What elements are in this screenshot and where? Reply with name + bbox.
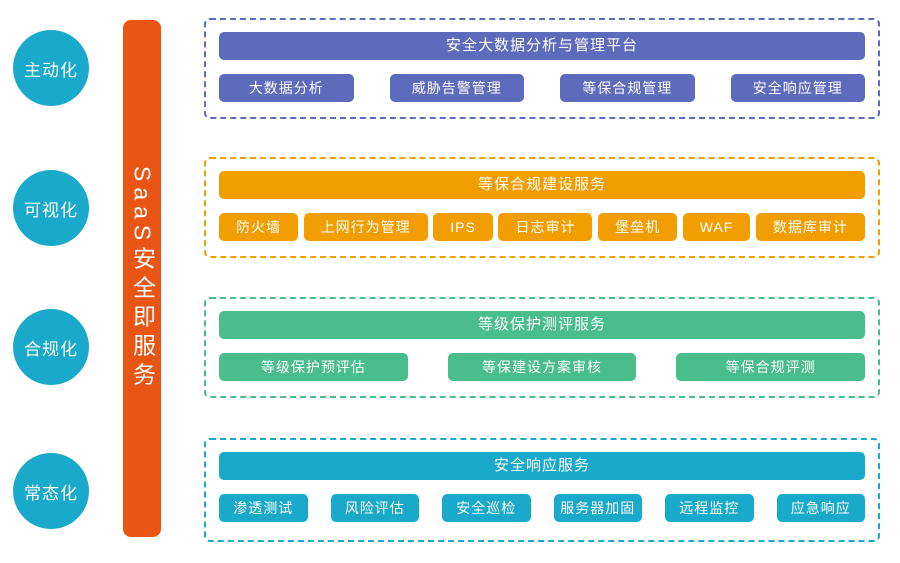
panel-item: 渗透测试 [219,494,308,522]
capability-circle-label: 可视化 [24,200,78,220]
panel-item-row: 等级保护预评估 等保建设方案审核 等保合规评测 [219,353,866,381]
capability-circle-compliant: 合规化 [13,309,89,385]
panel-item: 大数据分析 [219,74,354,102]
panel-item: 等保合规评测 [676,353,866,381]
panel-header: 安全大数据分析与管理平台 [219,32,865,60]
capability-circle-normalized: 常态化 [13,453,89,529]
panel-item: 服务器加固 [553,494,642,522]
panel-item: WAF [682,213,751,241]
saas-vertical-bar: SaaS安全即服务 [123,20,161,537]
panel-item: 等保建设方案审核 [447,353,637,381]
panel-header: 安全响应服务 [219,452,865,480]
panel-item: 安全响应管理 [730,74,865,102]
saas-vertical-bar-label: SaaS安全即服务 [129,165,156,392]
panel-item: 等保合规管理 [560,74,695,102]
capability-circle-proactive: 主动化 [13,30,89,106]
panel-item: 堡垒机 [598,213,678,241]
panel-header: 等保合规建设服务 [219,171,865,199]
panel-big-data-platform: 安全大数据分析与管理平台 大数据分析 威胁告警管理 等保合规管理 安全响应管理 [204,18,880,119]
panel-grade-protection-evaluation: 等级保护测评服务 等级保护预评估 等保建设方案审核 等保合规评测 [204,297,880,398]
capability-circle-label: 合规化 [24,339,78,359]
panel-item: 远程监控 [665,494,754,522]
panel-item: 应急响应 [776,494,865,522]
panel-compliance-construction: 等保合规建设服务 防火墙 上网行为管理 IPS 日志审计 堡垒机 WAF 数据库… [204,157,880,258]
panel-item: 安全巡检 [442,494,531,522]
capability-circle-label: 常态化 [24,483,78,503]
panel-item: 上网行为管理 [303,213,428,241]
capability-circle-label: 主动化 [24,60,78,80]
panel-item: 等级保护预评估 [219,353,408,381]
panel-security-response: 安全响应服务 渗透测试 风险评估 安全巡检 服务器加固 远程监控 应急响应 [204,438,880,542]
panel-item: 日志审计 [498,213,593,241]
panel-item: 威胁告警管理 [389,74,524,102]
panel-item: 数据库审计 [755,213,865,241]
panel-item-row: 渗透测试 风险评估 安全巡检 服务器加固 远程监控 应急响应 [219,494,865,522]
panel-item-row: 防火墙 上网行为管理 IPS 日志审计 堡垒机 WAF 数据库审计 [219,213,865,241]
panel-item: IPS [433,213,493,241]
panel-item: 防火墙 [219,213,298,241]
capability-circle-visible: 可视化 [13,170,89,246]
panel-header: 等级保护测评服务 [219,311,865,339]
panel-item-row: 大数据分析 威胁告警管理 等保合规管理 安全响应管理 [219,74,865,102]
panel-item: 风险评估 [330,494,419,522]
